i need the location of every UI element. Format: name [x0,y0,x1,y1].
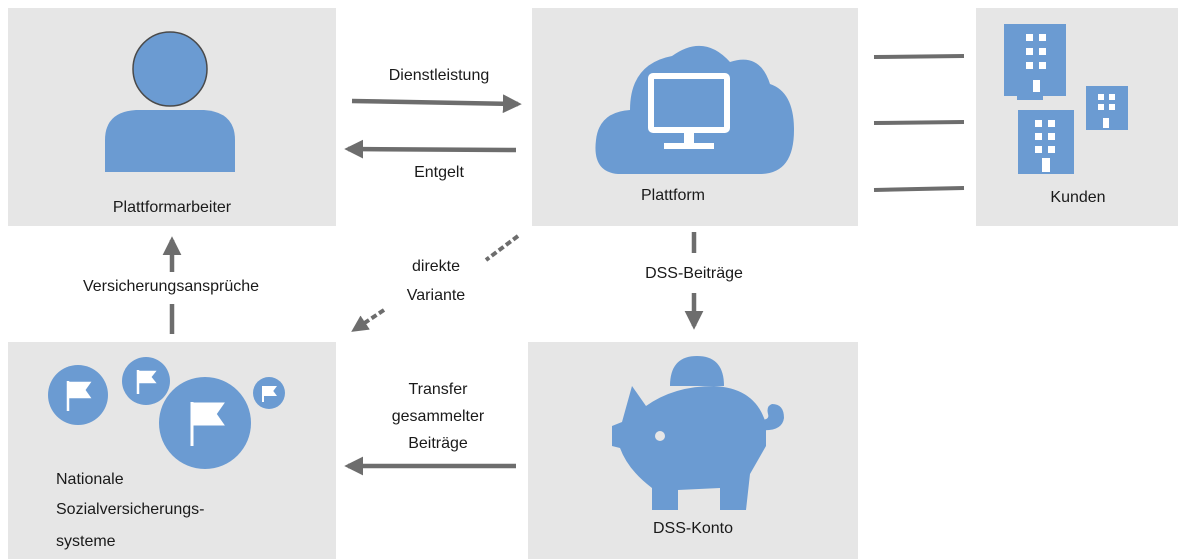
buildings-icon [1004,24,1128,174]
transfer-label-line-1: Transfer [408,381,468,398]
social-systems-label-line-3: systeme [56,533,116,550]
payment-label: Entgelt [414,164,464,181]
direct-variant-label-line-1: direkte [411,258,461,275]
transfer-label-line-2: gesammelter [391,408,485,425]
edge-service-arrow [351,94,522,114]
direct-variant-label-line-2: Variante [406,287,466,304]
insurance-claims-label: Versicherungsansprüche [82,278,260,295]
service-label: Dienstleistung [388,67,490,84]
edge-payment-arrow [344,139,517,159]
worker-label: Plattformarbeiter [112,199,232,216]
flag-bubbles-icon [48,357,285,469]
piggy-bank-icon [612,356,784,510]
edge-direct-variant-arrow [351,234,520,332]
cloud-monitor-icon [595,45,794,175]
transfer-label-line-3: Beiträge [408,435,468,452]
customer-connection-lines [873,54,965,192]
social-systems-label-line-1: Nationale [56,471,124,488]
dss-account-label: DSS-Konto [652,520,734,537]
customers-label: Kunden [1050,189,1106,206]
social-systems-label-line-2: Sozialversicherungs- [56,501,205,518]
dss-contributions-label: DSS-Beiträge [645,265,743,282]
person-icon [105,31,235,172]
platform-label: Plattform [640,187,705,204]
